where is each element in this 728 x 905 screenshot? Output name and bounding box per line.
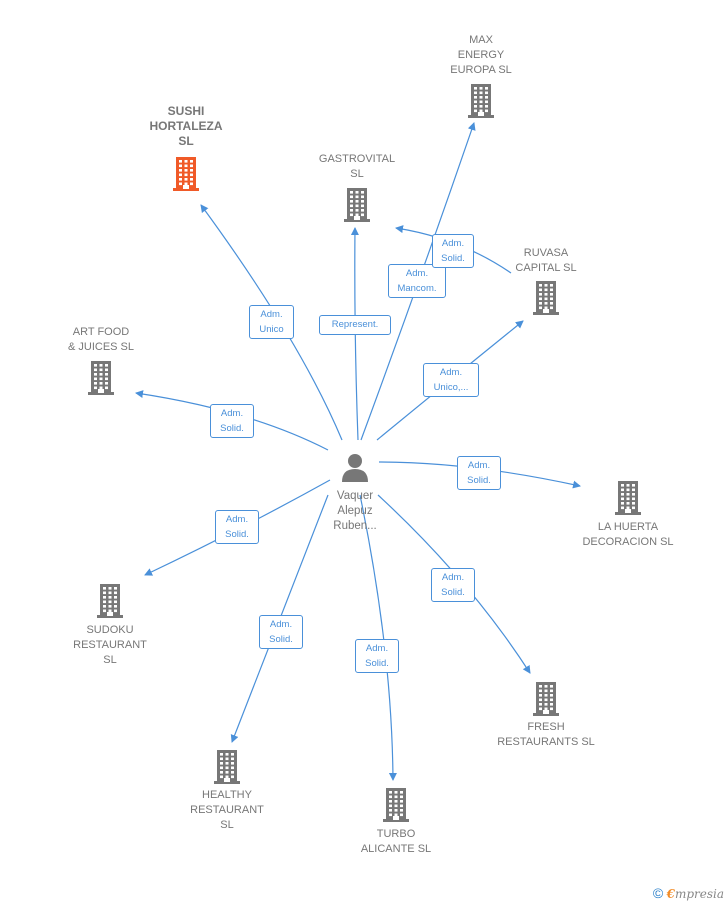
- company-label-healthy[interactable]: HEALTHY RESTAURANT SL: [190, 789, 264, 831]
- relation-label[interactable]: Adm. Solid.: [259, 615, 303, 649]
- relation-edge: [359, 494, 397, 781]
- relation-label[interactable]: Represent.: [319, 315, 391, 335]
- building-icon[interactable]: [171, 157, 201, 196]
- company-label-sushi[interactable]: SUSHI HORTALEZA SL: [149, 104, 223, 148]
- building-icon[interactable]: [613, 481, 643, 520]
- company-label-max[interactable]: MAX ENERGY EUROPA SL: [450, 34, 512, 76]
- building-icon[interactable]: [531, 281, 561, 320]
- company-label-fresh[interactable]: FRESH RESTAURANTS SL: [497, 721, 595, 748]
- relation-label[interactable]: Adm. Solid.: [355, 639, 399, 673]
- company-label-artfood[interactable]: ART FOOD & JUICES SL: [67, 326, 135, 353]
- building-icon[interactable]: [342, 188, 372, 227]
- relation-label[interactable]: Adm. Solid.: [457, 456, 501, 490]
- relation-label[interactable]: Adm. Solid.: [432, 234, 474, 268]
- relation-label[interactable]: Adm. Solid.: [215, 510, 259, 544]
- relation-label[interactable]: Adm. Unico: [249, 305, 294, 339]
- company-label-huerta[interactable]: LA HUERTA DECORACION SL: [582, 521, 674, 548]
- building-icon[interactable]: [212, 750, 242, 789]
- company-label-turbo[interactable]: TURBO ALICANTE SL: [360, 828, 432, 855]
- building-icon[interactable]: [86, 361, 116, 400]
- person-label[interactable]: Vaquer Alepuz Ruben...: [333, 490, 377, 532]
- brand-logo: €mpresia: [666, 887, 724, 901]
- relation-label[interactable]: Adm. Unico,...: [423, 363, 479, 397]
- building-icon[interactable]: [95, 584, 125, 623]
- relation-label[interactable]: Adm. Mancom.: [388, 264, 446, 298]
- relation-label[interactable]: Adm. Solid.: [431, 568, 475, 602]
- copyright-icon: ©: [652, 885, 664, 901]
- brand-footer: © €mpresia: [653, 885, 724, 901]
- company-label-ruvasa[interactable]: RUVASA CAPITAL SL: [515, 247, 577, 274]
- person-icon[interactable]: [341, 452, 369, 487]
- building-icon[interactable]: [531, 682, 561, 721]
- building-icon[interactable]: [381, 788, 411, 827]
- company-label-sudoku[interactable]: SUDOKU RESTAURANT SL: [73, 624, 147, 666]
- relation-label[interactable]: Adm. Solid.: [210, 404, 254, 438]
- company-label-gastro[interactable]: GASTROVITAL SL: [318, 153, 396, 180]
- building-icon[interactable]: [466, 84, 496, 123]
